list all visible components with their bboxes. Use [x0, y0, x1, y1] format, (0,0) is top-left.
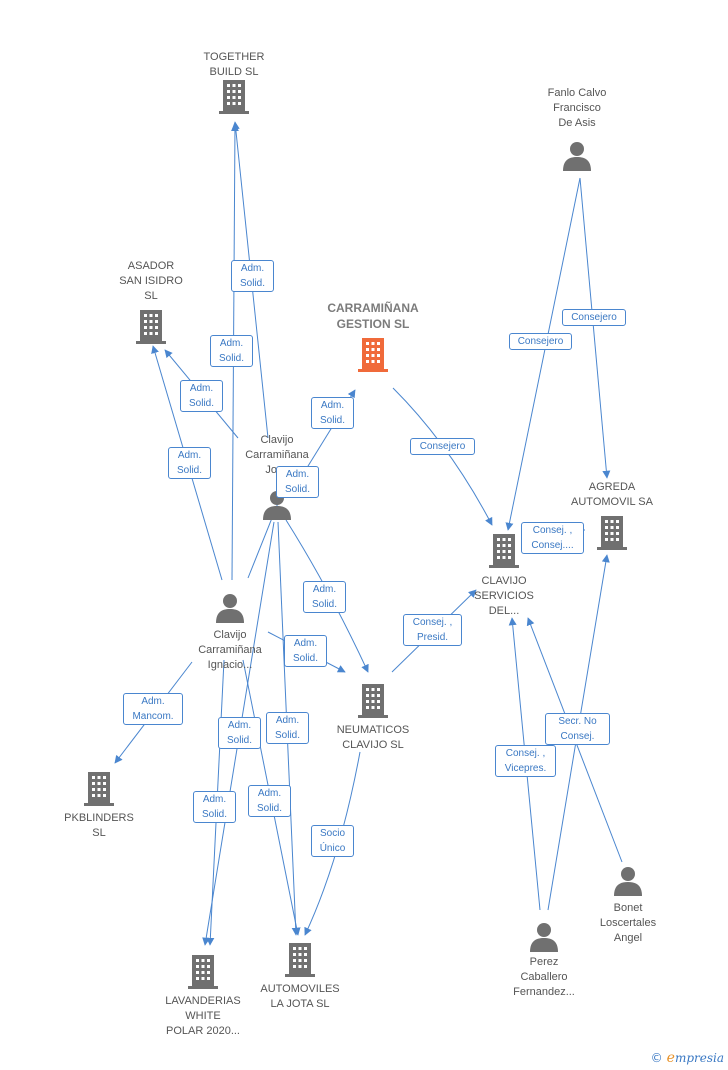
relation-label[interactable]: Adm. Solid. — [303, 581, 346, 613]
node-bonet-loscertales[interactable]: Bonet Loscertales Angel — [553, 866, 703, 946]
relation-label[interactable]: Secr. No Consej. — [545, 713, 610, 745]
node-label: Bonet Loscertales Angel — [599, 902, 657, 944]
relation-label[interactable]: Socio Único — [311, 825, 354, 857]
node-label: AUTOMOVILES LA JOTA SL — [260, 983, 340, 1010]
relation-label[interactable]: Adm. Solid. — [168, 447, 211, 479]
node-pkblinders[interactable]: PKBLINDERS SL — [24, 772, 174, 841]
copyright-icon: © — [650, 1051, 663, 1065]
node-together-build[interactable]: TOGETHER BUILD SL — [159, 50, 309, 114]
relation-label[interactable]: Consej. , Presid. — [403, 614, 462, 646]
edge — [505, 177, 581, 531]
node-label: TOGETHER BUILD SL — [203, 51, 265, 78]
node-agreda-automovil[interactable]: AGREDA AUTOMOVIL SA — [537, 480, 687, 550]
node-label: CLAVIJO SERVICIOS DEL... — [474, 575, 534, 617]
node-clavijo-ignacio[interactable]: Clavijo Carramiñana Ignacio... — [155, 593, 305, 673]
node-fanlo-calvo[interactable]: Fanlo Calvo Francisco De Asis — [502, 86, 652, 171]
node-label: Clavijo Carramiñana Ignacio... — [198, 629, 262, 671]
brand-logo-letter: e — [666, 1050, 675, 1066]
building-icon — [84, 772, 114, 806]
building-icon — [597, 516, 627, 550]
building-icon — [219, 80, 249, 114]
relation-label[interactable]: Adm. Solid. — [210, 335, 253, 367]
node-carraminana-gestion[interactable]: CARRAMIÑANA GESTION SL — [298, 300, 448, 372]
node-label: Fanlo Calvo Francisco De Asis — [547, 87, 607, 129]
node-neumaticos-clavijo[interactable]: NEUMATICOS CLAVIJO SL — [298, 684, 448, 753]
relation-label[interactable]: Adm. Solid. — [193, 791, 236, 823]
relation-label[interactable]: Consejero — [509, 333, 572, 350]
node-label: PKBLINDERS SL — [64, 812, 134, 839]
node-label: Perez Caballero Fernandez... — [513, 956, 575, 998]
relation-label[interactable]: Adm. Solid. — [266, 712, 309, 744]
node-label: AGREDA AUTOMOVIL SA — [571, 481, 653, 508]
node-lavanderias-white[interactable]: LAVANDERIAS WHITE POLAR 2020... — [128, 955, 278, 1039]
person-icon — [216, 594, 244, 623]
node-label: ASADOR SAN ISIDRO SL — [119, 260, 183, 302]
node-label: NEUMATICOS CLAVIJO SL — [336, 724, 410, 751]
relation-label[interactable]: Adm. Solid. — [276, 466, 319, 498]
relation-label[interactable]: Adm. Solid. — [180, 380, 223, 412]
relation-label[interactable]: Consej. , Vicepres. — [495, 745, 556, 777]
relation-label[interactable]: Adm. Solid. — [284, 635, 327, 667]
edge — [579, 177, 611, 479]
person-icon — [563, 142, 591, 171]
person-icon — [614, 867, 642, 896]
building-icon — [358, 684, 388, 718]
relation-label[interactable]: Adm. Mancom. — [123, 693, 183, 725]
brand-footer[interactable]: ©empresia — [651, 1050, 724, 1066]
relation-label[interactable]: Adm. Solid. — [311, 397, 354, 429]
node-clavijo-servicios[interactable]: CLAVIJO SERVICIOS DEL... — [429, 534, 579, 619]
building-icon — [358, 338, 388, 372]
relation-label[interactable]: Adm. Solid. — [248, 785, 291, 817]
relation-label[interactable]: Adm. Solid. — [218, 717, 261, 749]
relation-label[interactable]: Consejero — [562, 309, 626, 326]
node-label: LAVANDERIAS WHITE POLAR 2020... — [165, 995, 241, 1037]
node-perez-caballero[interactable]: Perez Caballero Fernandez... — [469, 922, 619, 1000]
building-icon — [285, 943, 315, 977]
node-asador-san-isidro[interactable]: ASADOR SAN ISIDRO SL — [76, 259, 226, 344]
relation-label[interactable]: Consej. , Consej.... — [521, 522, 584, 554]
building-icon — [136, 310, 166, 344]
relation-label[interactable]: Adm. Solid. — [231, 260, 274, 292]
building-icon — [489, 534, 519, 568]
relation-label[interactable]: Consejero — [410, 438, 475, 455]
building-icon — [188, 955, 218, 989]
node-label: CARRAMIÑANA GESTION SL — [327, 301, 419, 331]
brand-name: mpresia — [674, 1051, 724, 1065]
person-icon — [530, 923, 558, 952]
edge — [392, 387, 493, 526]
node-automoviles-la-jota[interactable]: AUTOMOVILES LA JOTA SL — [225, 943, 375, 1012]
